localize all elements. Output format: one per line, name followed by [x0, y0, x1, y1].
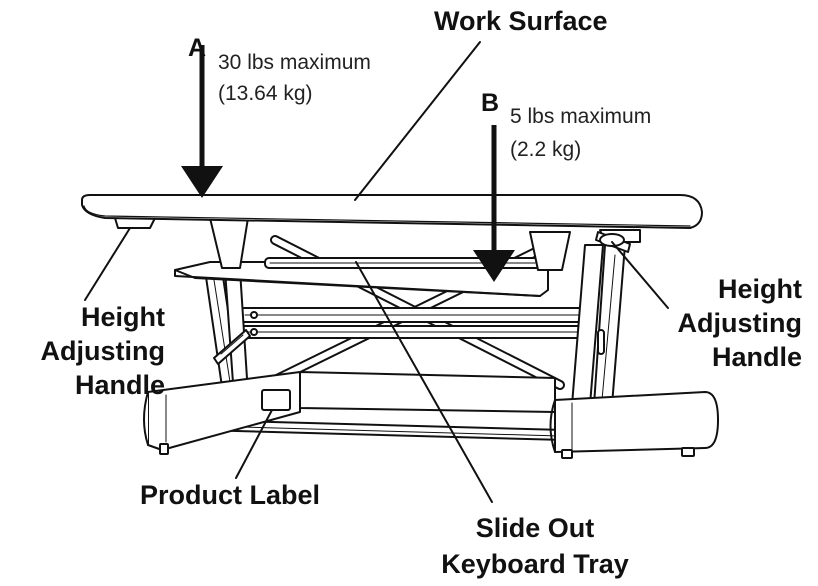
right-base-foot — [549, 391, 719, 459]
top-brackets — [114, 217, 641, 271]
support-bars — [239, 307, 586, 339]
label-a-capacity-lbs: 30 lbs maximum — [218, 51, 371, 74]
left-handle-line-3: Handle — [74, 370, 165, 400]
leader-right-handle — [611, 241, 669, 309]
label-point-b: B — [481, 89, 500, 117]
rear-plate — [299, 371, 556, 413]
label-left-height-adjusting-handle: Height Adjusting Handle — [0, 300, 165, 402]
leader-product-label — [235, 409, 273, 479]
work-surface-top — [81, 194, 703, 229]
leader-keyboard-tray — [355, 261, 493, 503]
left-handle-line-2: Adjusting — [40, 336, 165, 366]
load-arrow-b — [473, 125, 515, 282]
label-work-surface: Work Surface — [434, 6, 608, 36]
product-label-sticker — [261, 389, 291, 411]
label-b-capacity-lbs: 5 lbs maximum — [510, 105, 652, 128]
label-product-label: Product Label — [140, 480, 321, 510]
right-handle-line-2: Adjusting — [677, 308, 802, 338]
left-base-foot — [143, 371, 301, 455]
keyboard-tray — [174, 257, 549, 297]
leader-work-surface — [354, 41, 481, 201]
right-handle-line-1: Height — [718, 274, 802, 304]
label-b-capacity-kg: (2.2 kg) — [510, 138, 582, 161]
right-handle-line-3: Handle — [711, 342, 802, 372]
label-point-a: A — [188, 34, 207, 62]
label-slide-out-keyboard-tray: Slide Out Keyboard Tray — [415, 510, 655, 582]
leader-left-handle — [84, 227, 131, 301]
left-height-adjusting-handle — [213, 329, 251, 365]
tray-line-1: Slide Out — [475, 513, 595, 543]
label-a-capacity-kg: (13.64 kg) — [218, 82, 313, 105]
tray-line-2: Keyboard Tray — [441, 549, 629, 579]
load-arrow-a — [181, 45, 223, 198]
right-scissor-leg — [571, 244, 626, 406]
label-right-height-adjusting-handle: Height Adjusting Handle — [640, 272, 802, 374]
left-handle-line-1: Height — [81, 302, 165, 332]
